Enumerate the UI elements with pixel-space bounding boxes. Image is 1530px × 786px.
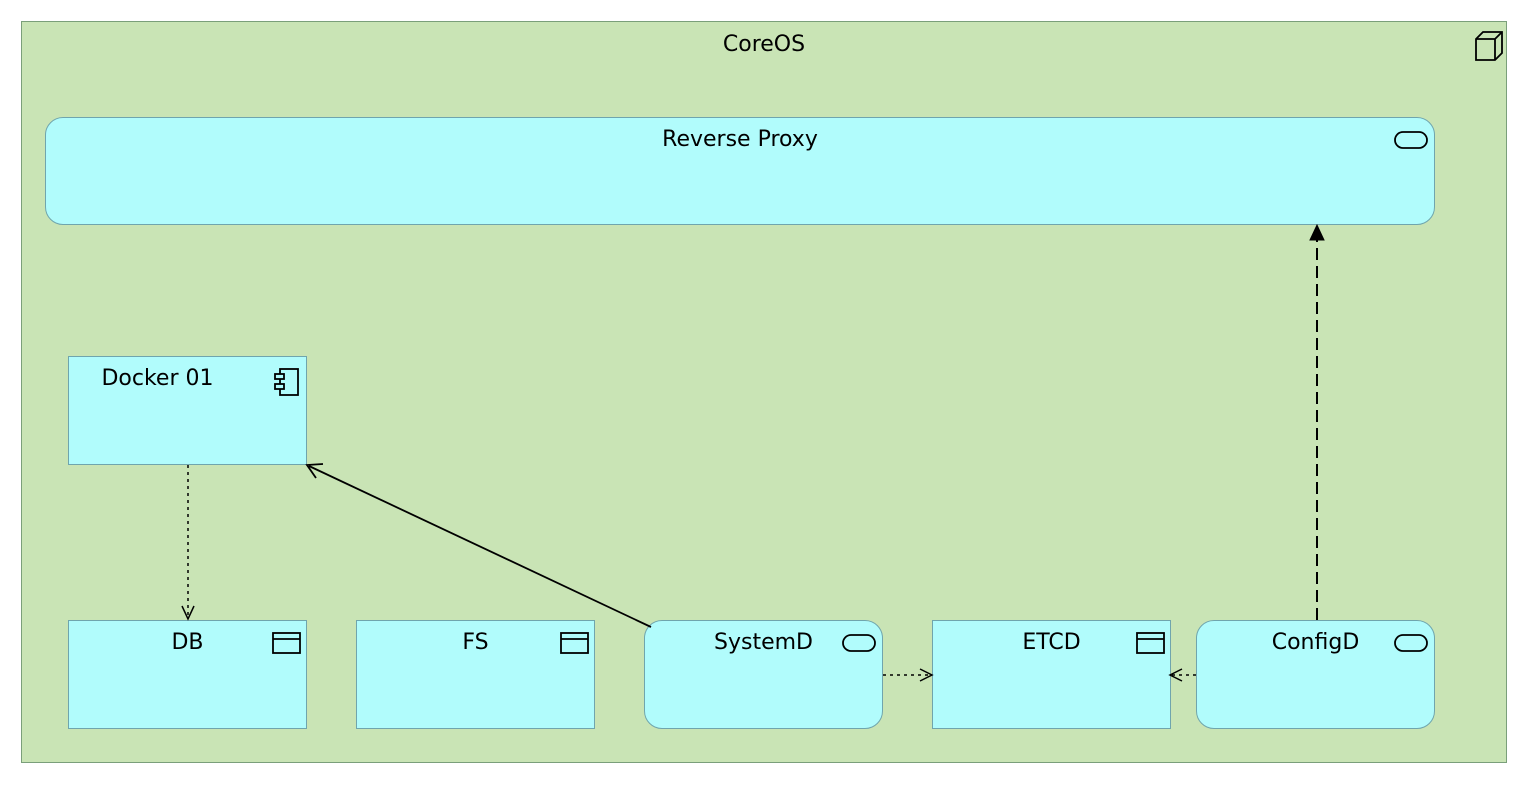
service-icon [1394, 131, 1428, 149]
docker01-label: Docker 01 [101, 366, 214, 391]
data-object-icon [560, 632, 589, 654]
component-icon [274, 368, 299, 396]
systemd-label: SystemD [714, 630, 813, 655]
service-icon [1394, 634, 1428, 652]
reverse-proxy-label: Reverse Proxy [662, 127, 818, 152]
service-icon [842, 634, 876, 652]
coreos-title: CoreOS [722, 32, 806, 57]
docker01-component[interactable]: Docker 01 [68, 356, 307, 465]
systemd-service[interactable]: SystemD [644, 620, 883, 729]
db-data-object[interactable]: DB [68, 620, 307, 729]
node-icon [1475, 31, 1503, 61]
configd-service[interactable]: ConfigD [1196, 620, 1435, 729]
etcd-data-object[interactable]: ETCD [932, 620, 1171, 729]
data-object-icon [1136, 632, 1165, 654]
etcd-label: ETCD [1022, 630, 1081, 655]
fs-label: FS [462, 630, 489, 655]
db-label: DB [171, 630, 204, 655]
configd-label: ConfigD [1271, 630, 1360, 655]
fs-data-object[interactable]: FS [356, 620, 595, 729]
data-object-icon [272, 632, 301, 654]
reverse-proxy-service[interactable]: Reverse Proxy [45, 117, 1435, 225]
